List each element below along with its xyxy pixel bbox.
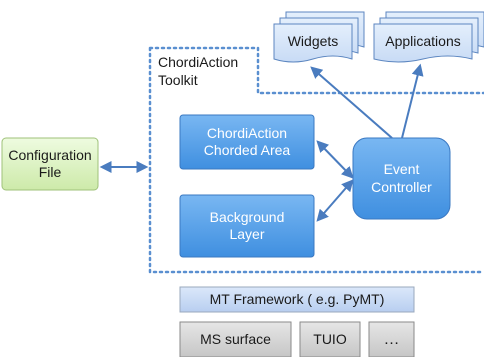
background-layer-box [179, 194, 315, 258]
chorded-area-box [179, 114, 315, 170]
configuration-file-box [1, 137, 99, 191]
arrow-chorded-event [316, 140, 354, 179]
driver-box-ellipsis [368, 321, 415, 357]
widgets-document-stack [273, 11, 365, 63]
toolkit-boundary [148, 46, 484, 274]
mt-framework-box [179, 286, 415, 313]
event-controller-box [352, 137, 451, 220]
arrow-event-widgets [310, 66, 393, 139]
arrow-background-event [316, 179, 354, 222]
driver-box-tuio [299, 321, 361, 357]
applications-document-stack [373, 11, 484, 63]
arrow-event-applications [401, 63, 424, 139]
driver-box-ms-surface [179, 321, 292, 357]
